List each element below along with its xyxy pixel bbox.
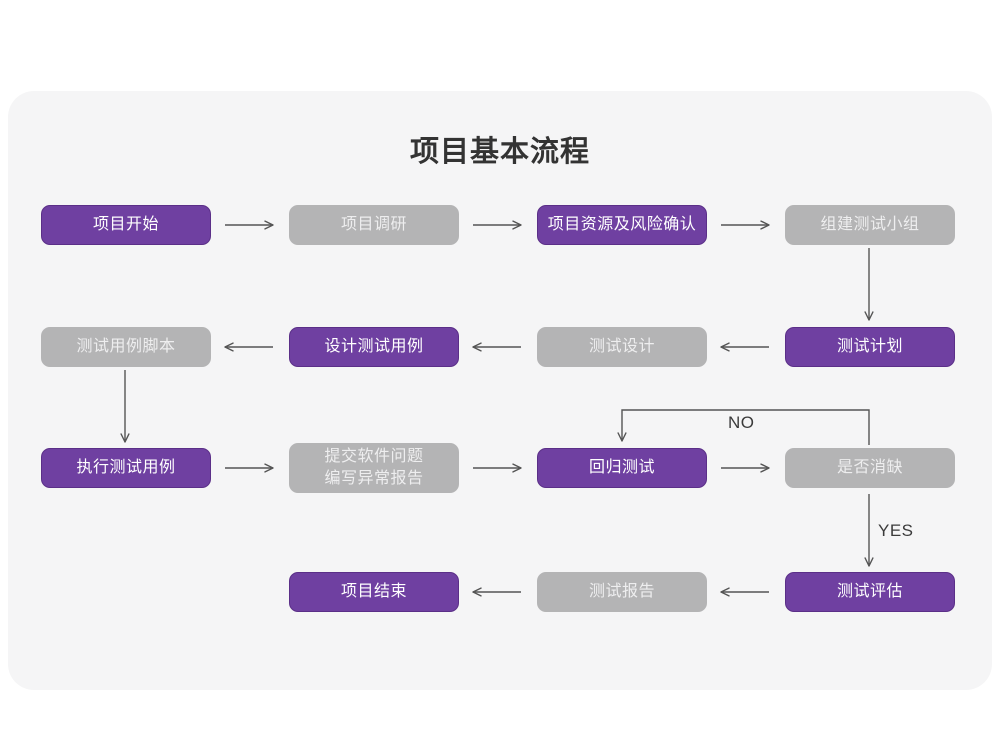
node-build-test-team[interactable]: 组建测试小组: [785, 205, 955, 245]
node-design-test-case[interactable]: 设计测试用例: [289, 327, 459, 367]
node-submit-issue-report[interactable]: 提交软件问题 编写异常报告: [289, 443, 459, 493]
edge-label-yes: YES: [878, 521, 914, 540]
node-regression-test[interactable]: 回归测试: [537, 448, 707, 488]
node-project-end[interactable]: 项目结束: [289, 572, 459, 612]
node-test-report[interactable]: 测试报告: [537, 572, 707, 612]
node-execute-test-case[interactable]: 执行测试用例: [41, 448, 211, 488]
node-test-design[interactable]: 测试设计: [537, 327, 707, 367]
edge-label-no: NO: [728, 413, 755, 432]
node-test-plan[interactable]: 测试计划: [785, 327, 955, 367]
node-defect-cleared[interactable]: 是否消缺: [785, 448, 955, 488]
node-project-research[interactable]: 项目调研: [289, 205, 459, 245]
node-project-start[interactable]: 项目开始: [41, 205, 211, 245]
node-test-case-script[interactable]: 测试用例脚本: [41, 327, 211, 367]
node-test-evaluation[interactable]: 测试评估: [785, 572, 955, 612]
page-title: 项目基本流程: [409, 136, 590, 168]
node-resource-risk-confirm[interactable]: 项目资源及风险确认: [537, 205, 707, 245]
